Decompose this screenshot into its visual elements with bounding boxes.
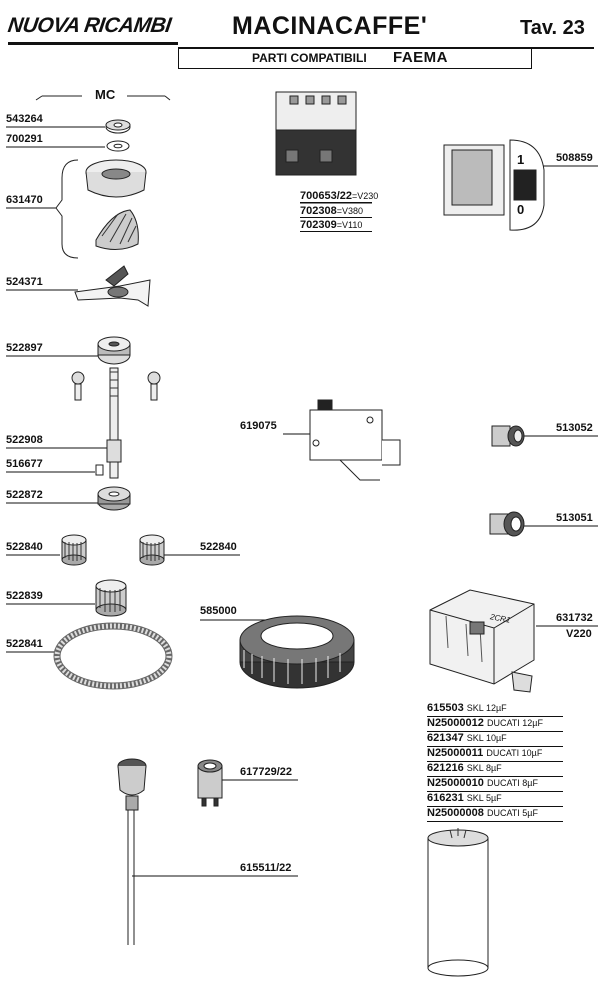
contactor-row-3: 702309=V110 bbox=[300, 219, 372, 232]
capacitor-code: N25000010 bbox=[427, 777, 484, 789]
part-code-516677: 516677 bbox=[6, 458, 43, 470]
part-code-619075: 619075 bbox=[240, 420, 277, 432]
burr-bracket bbox=[55, 159, 79, 259]
capacitor-row: 621216 SKL 8µF bbox=[427, 762, 563, 777]
gear-522839 bbox=[95, 579, 127, 617]
capacitor-row: N25000011 DUCATI 10µF bbox=[427, 747, 563, 762]
header-rule bbox=[178, 47, 594, 49]
part-code-522839: 522839 bbox=[6, 590, 43, 602]
leader-lines-right bbox=[283, 165, 598, 627]
capacitor-row: 616231 SKL 5µF bbox=[427, 792, 563, 807]
capacitor-row: 615503 SKL 12µF bbox=[427, 702, 563, 717]
part-code-508859: 508859 bbox=[556, 152, 593, 164]
manufacturer-name: FAEMA bbox=[393, 49, 448, 66]
part-code-631470: 631470 bbox=[6, 194, 43, 206]
lamp-513052 bbox=[491, 425, 525, 447]
leader-lines-left bbox=[6, 126, 298, 877]
capacitor-spec: SKL 8µF bbox=[466, 763, 502, 773]
mc-group-bracket bbox=[35, 95, 171, 101]
washer-700291 bbox=[106, 140, 130, 152]
contactor-700653 bbox=[275, 91, 357, 176]
part-code-615511: 615511/22 bbox=[240, 862, 292, 874]
capacitor-code: 616231 bbox=[427, 792, 464, 804]
capacitor-spec: SKL 5µF bbox=[466, 793, 502, 803]
capacitor-code: 615503 bbox=[427, 702, 464, 714]
contactor-spec: =V380 bbox=[336, 206, 363, 216]
contactor-row-1: 700653/22=V230 bbox=[300, 190, 378, 203]
part-code-522840-left: 522840 bbox=[6, 541, 43, 553]
capacitor-row: 621347 SKL 10µF bbox=[427, 732, 563, 747]
lamp-513051 bbox=[489, 511, 525, 537]
page-title: MACINACAFFE' bbox=[232, 12, 428, 40]
part-code-585000: 585000 bbox=[200, 605, 237, 617]
shaft-assembly bbox=[71, 336, 161, 511]
part-code-631732: 631732 bbox=[556, 612, 593, 624]
capacitor-row: N25000012 DUCATI 12µF bbox=[427, 717, 563, 732]
belt-522841 bbox=[53, 622, 173, 690]
subtitle-text: PARTI COMPATIBILI bbox=[252, 51, 367, 65]
plug-617729 bbox=[197, 759, 223, 807]
part-code-524371: 524371 bbox=[6, 276, 43, 288]
grinding-burrs-631470 bbox=[85, 159, 147, 250]
part-code-522840-right: 522840 bbox=[200, 541, 237, 553]
part-code-522872: 522872 bbox=[6, 489, 43, 501]
contactor-code: 700653/22 bbox=[300, 190, 352, 202]
subtitle-box bbox=[178, 49, 532, 69]
capacitor-spec: DUCATI 10µF bbox=[486, 748, 543, 758]
part-code-513051: 513051 bbox=[556, 512, 593, 524]
contactor-row-2: 702308=V380 bbox=[300, 205, 372, 218]
part-code-513052: 513052 bbox=[556, 422, 593, 434]
brand-underline bbox=[8, 42, 178, 45]
capacitor-spec: SKL 10µF bbox=[466, 733, 507, 743]
capacitor-code: 621347 bbox=[427, 732, 464, 744]
capacitor-row: N25000010 DUCATI 8µF bbox=[427, 777, 563, 792]
rocker-switch-508859 bbox=[443, 139, 545, 231]
switch-mark-off: 0 bbox=[517, 202, 525, 217]
switch-mark-on: 1 bbox=[517, 152, 525, 167]
gear-522840-right bbox=[139, 534, 165, 566]
capacitor-spec: DUCATI 8µF bbox=[486, 778, 538, 788]
part-code-617729: 617729/22 bbox=[240, 766, 292, 778]
part-code-700291: 700291 bbox=[6, 133, 43, 145]
contactor-spec: =V230 bbox=[352, 191, 379, 201]
contactor-code: 702308 bbox=[300, 205, 337, 217]
capacitor-code: N25000012 bbox=[427, 717, 484, 729]
capacitor-spec: DUCATI 12µF bbox=[486, 718, 543, 728]
gear-522840-left bbox=[61, 534, 87, 566]
lamp-cable-615511 bbox=[117, 758, 147, 945]
blade-524371 bbox=[74, 265, 151, 307]
capacitor-row: N25000008 DUCATI 5µF bbox=[427, 807, 563, 822]
capacitor-spec: DUCATI 5µF bbox=[486, 808, 538, 818]
part-code-543264: 543264 bbox=[6, 113, 43, 125]
group-label-mc: MC bbox=[95, 87, 116, 102]
capacitor-spec: SKL 12µF bbox=[466, 703, 507, 713]
part-code-522841: 522841 bbox=[6, 638, 43, 650]
microswitch-619075 bbox=[309, 399, 401, 481]
relay-631732 bbox=[429, 589, 535, 693]
relay-voltage: V220 bbox=[566, 628, 592, 640]
table-number: Tav. 23 bbox=[520, 17, 585, 39]
capacitor bbox=[427, 828, 489, 977]
capacitor-code: 621216 bbox=[427, 762, 464, 774]
capacitor-code: N25000008 bbox=[427, 807, 484, 819]
contactor-code: 702309 bbox=[300, 219, 337, 231]
contactor-spec: =V110 bbox=[336, 220, 363, 230]
part-code-522897: 522897 bbox=[6, 342, 43, 354]
part-code-522908: 522908 bbox=[6, 434, 43, 446]
capacitor-code: N25000011 bbox=[427, 747, 484, 759]
ring-585000 bbox=[239, 615, 355, 689]
